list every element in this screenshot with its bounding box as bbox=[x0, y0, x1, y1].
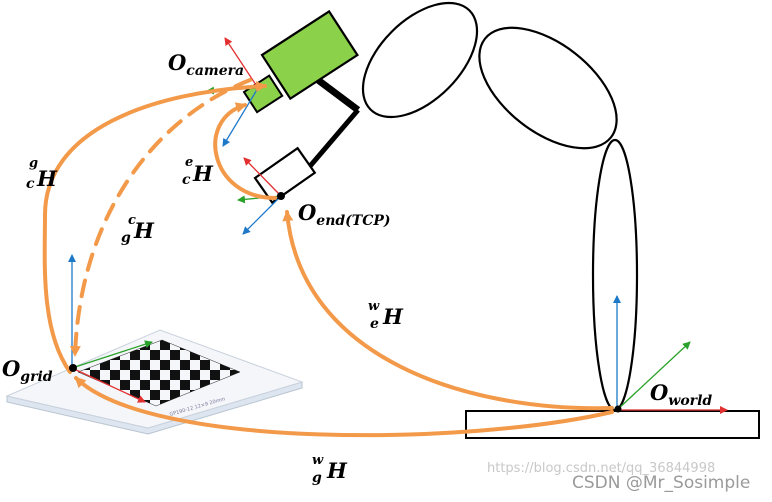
svg-text:H: H bbox=[326, 458, 348, 483]
svg-text:c: c bbox=[26, 176, 35, 192]
camera bbox=[242, 9, 359, 114]
watermark-url: https://blog.csdn.net/qq_36844998 bbox=[487, 461, 715, 476]
svg-text:e: e bbox=[185, 155, 193, 170]
label-c-g-H: c g H bbox=[121, 213, 155, 246]
label-w-e-H: w e H bbox=[368, 299, 404, 332]
svg-text:g: g bbox=[29, 156, 38, 171]
arrow-camera-to-grid-dashed bbox=[69, 78, 252, 357]
camera-body bbox=[260, 9, 359, 101]
robot-base bbox=[465, 410, 760, 439]
arrow-grid-to-camera bbox=[42, 80, 267, 374]
camera-mount bbox=[315, 77, 361, 113]
robot-link-forearm bbox=[361, 1, 479, 119]
svg-text:H: H bbox=[36, 166, 58, 191]
svg-text:g: g bbox=[121, 230, 131, 246]
label-o-world: Oworld bbox=[650, 380, 712, 409]
label-o-camera: Ocamera bbox=[168, 50, 244, 79]
svg-text:H: H bbox=[133, 218, 155, 243]
end-origin-point bbox=[277, 192, 285, 200]
world-frame-axes bbox=[613, 295, 728, 414]
transform-arrows bbox=[42, 78, 614, 438]
label-o-end-tcp: Oend(TCP) bbox=[298, 200, 391, 229]
label-w-g-H: w g H bbox=[312, 453, 348, 486]
grid-origin-point bbox=[69, 364, 77, 372]
label-o-grid: Ogrid bbox=[2, 356, 53, 385]
arrow-end-to-camera bbox=[213, 102, 277, 200]
svg-text:c: c bbox=[182, 172, 191, 188]
end-effector bbox=[253, 146, 317, 205]
arrow-world-to-end bbox=[282, 210, 614, 411]
robot-arm bbox=[303, 1, 639, 412]
world-origin-point bbox=[614, 405, 622, 413]
svg-text:g: g bbox=[312, 470, 322, 486]
robot-link-upper bbox=[478, 26, 618, 150]
label-g-c-H: g c H bbox=[26, 156, 58, 192]
svg-text:H: H bbox=[382, 304, 404, 329]
svg-text:c: c bbox=[128, 213, 136, 228]
watermark-author: CSDN @Mr_Sosimple bbox=[572, 473, 750, 493]
label-e-c-H: e c H bbox=[182, 155, 214, 188]
svg-text:w: w bbox=[312, 453, 324, 468]
svg-text:e: e bbox=[370, 316, 379, 332]
robot-link-lower bbox=[591, 138, 639, 412]
svg-text:H: H bbox=[192, 161, 214, 186]
robot-wrist bbox=[303, 108, 360, 174]
svg-text:w: w bbox=[368, 299, 380, 314]
arrow-world-to-grid bbox=[74, 376, 614, 438]
